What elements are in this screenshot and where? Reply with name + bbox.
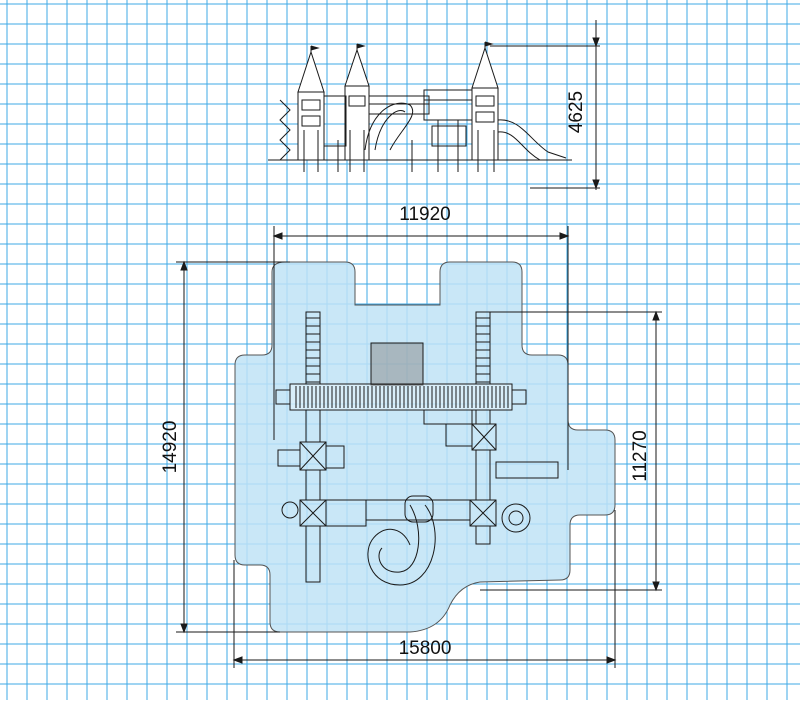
spiral-slide-elevation — [364, 102, 413, 151]
spiral-slide-plan — [367, 504, 436, 586]
dim-plan-depth-right: 11270 — [630, 430, 651, 481]
dim-plan-width-top: 11920 — [399, 204, 450, 225]
plan-view — [234, 261, 616, 633]
dim-elevation-height: 4625 — [566, 91, 587, 133]
elevation-view — [268, 41, 572, 172]
dim-plan-depth-left: 14920 — [160, 421, 181, 474]
tower-left — [297, 45, 325, 172]
dimension-lines — [176, 20, 662, 668]
slide-straight — [495, 461, 559, 479]
dim-plan-width-bottom: 15800 — [399, 638, 452, 659]
wave-slide-elevation — [497, 119, 567, 159]
main-bridge — [289, 383, 513, 411]
ramp — [370, 342, 424, 386]
tower-middle — [344, 43, 370, 172]
safety-zone — [234, 261, 616, 633]
tube-end — [501, 503, 531, 533]
tower-right — [471, 41, 499, 172]
